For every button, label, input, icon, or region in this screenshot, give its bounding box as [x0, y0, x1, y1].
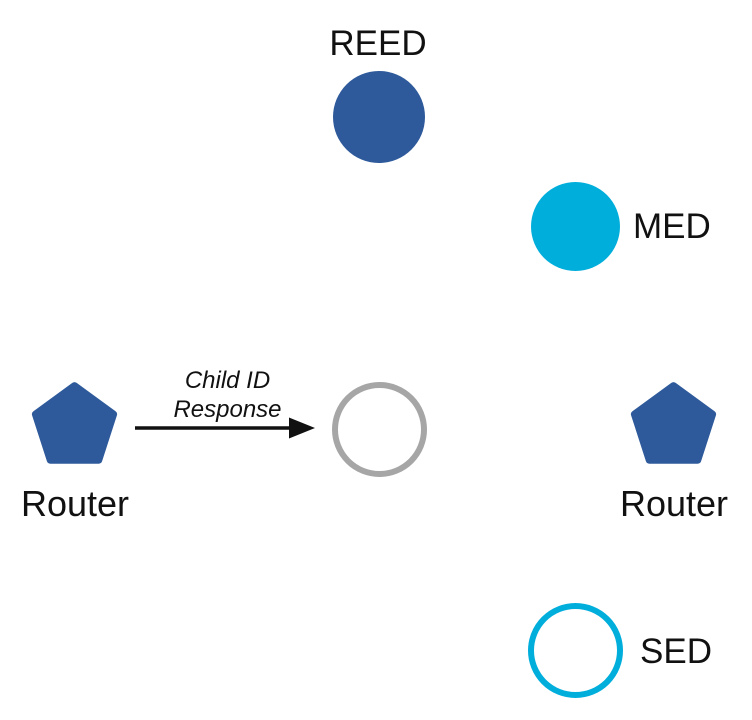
sed-node-label: SED [640, 632, 712, 671]
reed-node-label: REED [329, 24, 427, 63]
router-right-pentagon-icon [627, 382, 720, 473]
med-node-label: MED [633, 207, 711, 246]
arrow-annotation-line2: Response [173, 396, 282, 423]
sed-node-circle [528, 603, 623, 698]
router-left-node-label: Router [20, 483, 130, 524]
reed-node-circle [333, 71, 425, 163]
child-id-response-arrow [128, 405, 318, 456]
arrow-annotation: Child ID Response [125, 366, 330, 424]
med-node-circle [531, 182, 620, 271]
joining-device-circle [332, 382, 427, 477]
router-left-pentagon-icon [28, 382, 121, 473]
router-right-node-label: Router [619, 483, 729, 524]
arrow-annotation-line1: Child ID [184, 367, 271, 394]
